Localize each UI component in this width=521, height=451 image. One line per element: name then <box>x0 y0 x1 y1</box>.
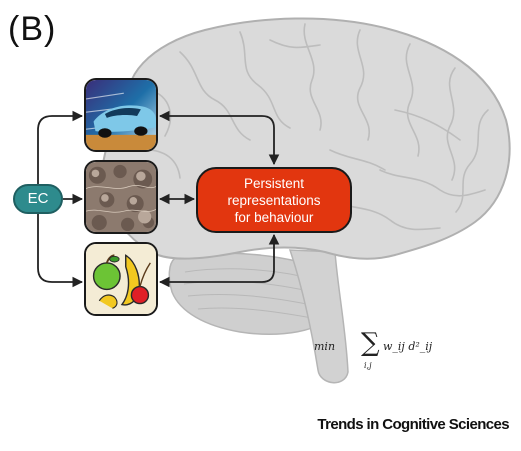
arrow-ec-to-car <box>37 110 84 184</box>
formula-term: w_ij d²_ij <box>383 340 433 353</box>
brainstem-shape <box>288 249 349 384</box>
arrow-car-to-rep <box>158 110 280 166</box>
fruit-image <box>84 242 158 316</box>
rep-line-2: representations <box>227 192 321 208</box>
formula-min: min <box>314 340 336 353</box>
texture-image <box>84 160 158 234</box>
ec-node: EC <box>13 184 63 214</box>
rep-line-3: for behaviour <box>234 209 314 225</box>
journal-footer: Trends in Cognitive Sciences <box>317 416 509 433</box>
objective-formula: min ∑ i,j w_ij d²_ij <box>314 330 444 376</box>
formula-subscript: i,j <box>364 361 372 370</box>
formula-sum-symbol: ∑ <box>361 328 380 358</box>
car-image <box>84 78 158 152</box>
rep-line-1: Persistent <box>243 175 305 191</box>
panel-label: (B) <box>8 10 57 48</box>
persistent-representations-box: Persistent representations for behaviour <box>196 167 352 233</box>
arrow-ec-to-fruit <box>37 214 84 288</box>
arrow-fruit-to-rep <box>158 233 280 288</box>
